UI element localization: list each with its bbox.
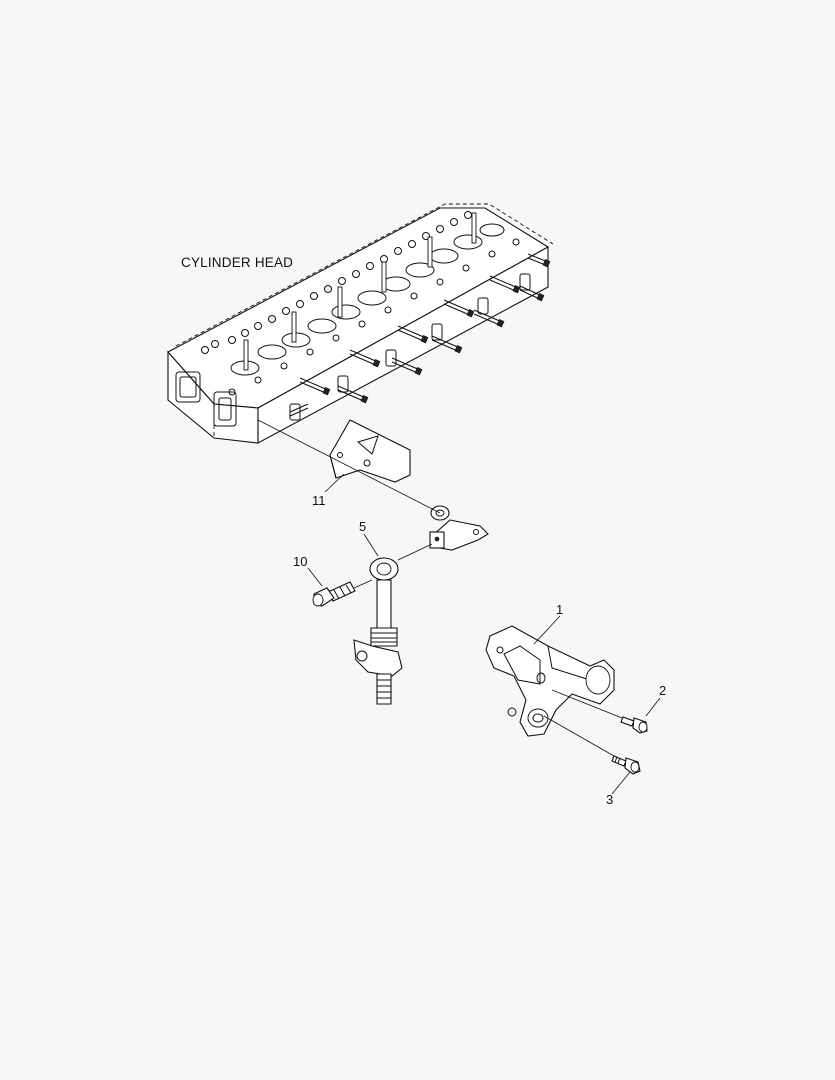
callout-2: 2 xyxy=(659,683,667,698)
manifold-studs xyxy=(289,253,551,417)
mount-bracket-bolt-on xyxy=(429,505,489,551)
part-11-bracket xyxy=(329,419,411,483)
callout-11: 11 xyxy=(312,493,326,508)
injector-studs xyxy=(243,212,477,371)
callout-leaders xyxy=(307,473,661,795)
callout-5: 5 xyxy=(359,519,367,534)
callout-10: 10 xyxy=(293,554,308,569)
callout-3: 3 xyxy=(606,792,614,807)
assembly-lines xyxy=(257,419,623,757)
part-5-sensor-rod xyxy=(353,557,403,705)
part-10-bolt xyxy=(312,581,356,607)
callout-1: 1 xyxy=(556,602,564,617)
part-2-bolt xyxy=(620,716,648,734)
cylinder-head xyxy=(167,203,554,444)
assembly-label: CYLINDER HEAD xyxy=(181,255,294,270)
part-3-bolt xyxy=(611,755,641,775)
part-1-bracket xyxy=(485,625,615,737)
head-bolt-holes xyxy=(201,211,520,396)
